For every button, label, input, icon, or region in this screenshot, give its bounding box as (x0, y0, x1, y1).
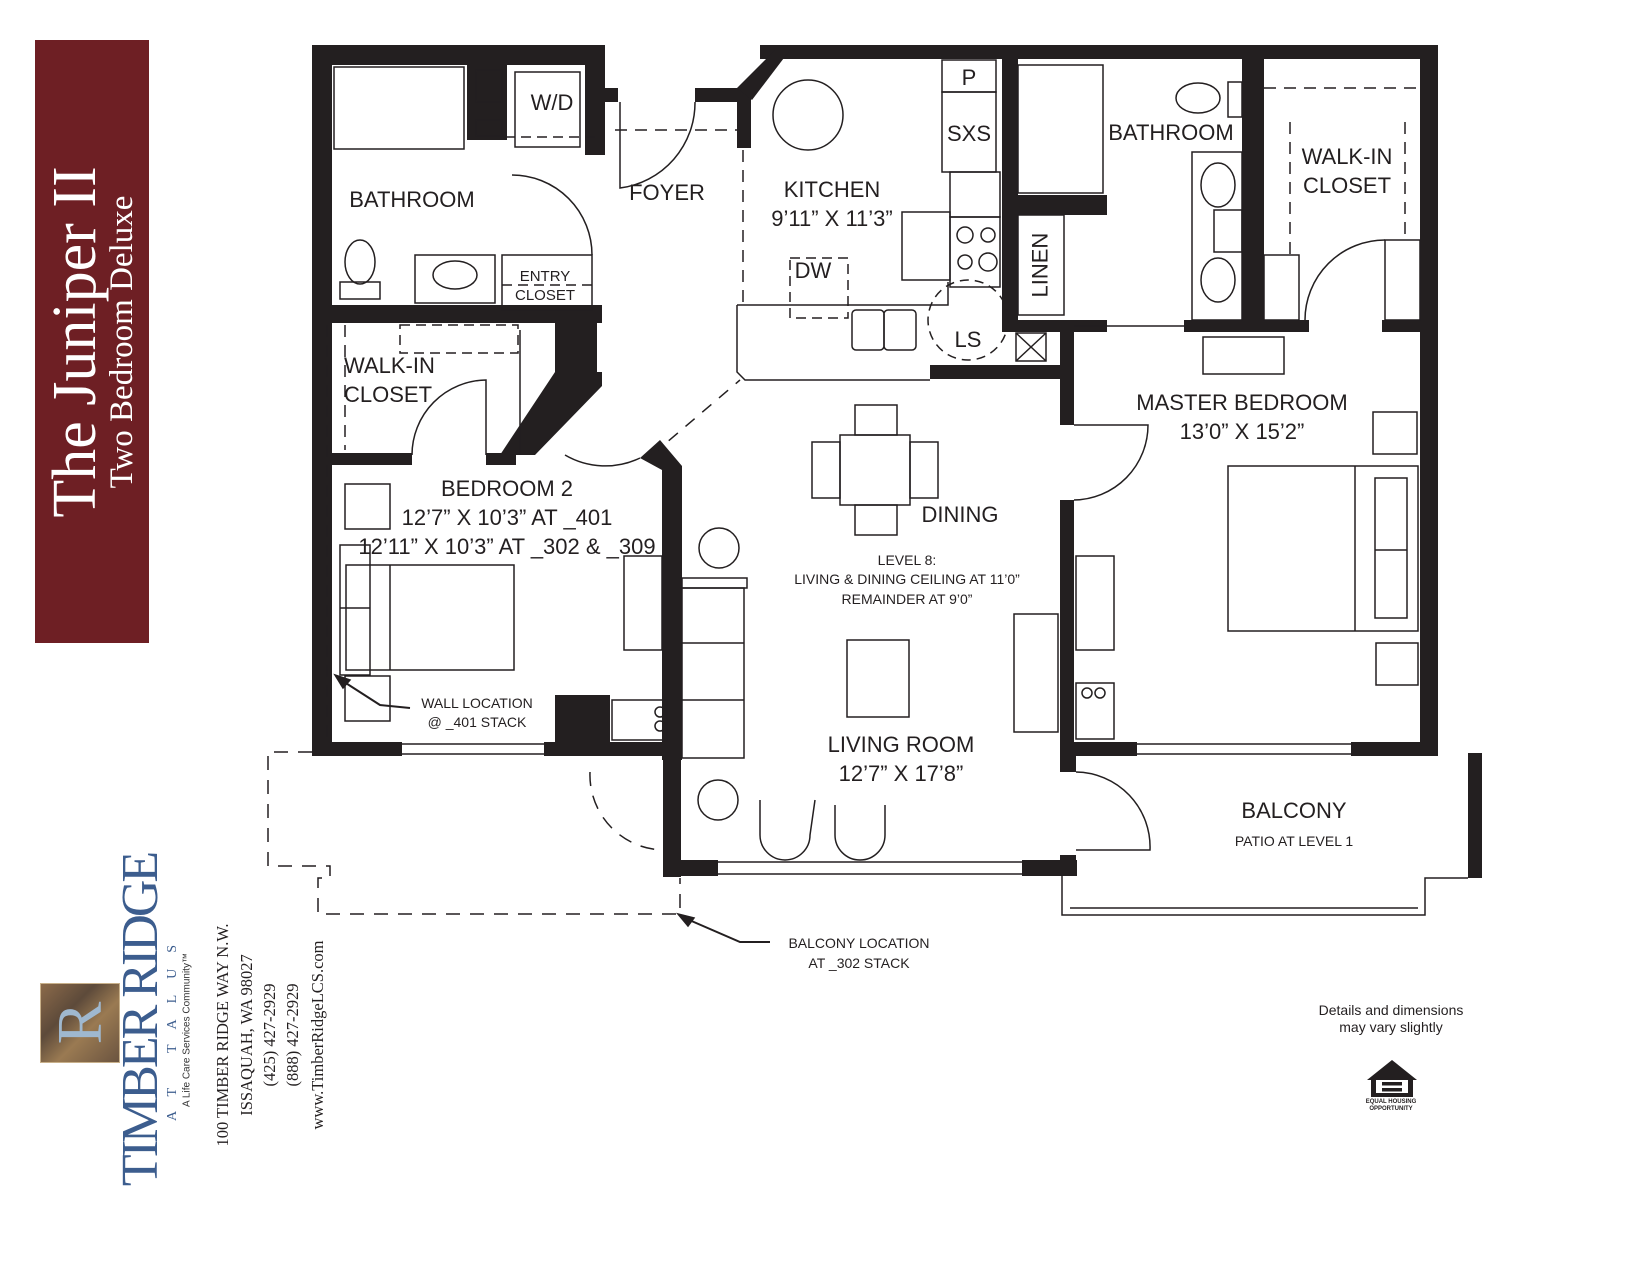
room-label-washer-dryer: W/D (530, 90, 574, 115)
room-label-bathroom-left: BATHROOM (349, 187, 475, 212)
equal-housing-icon (1367, 1060, 1417, 1097)
wall-location-note-line2: @ _401 STACK (427, 714, 527, 730)
room-dims-bedroom-2-302-309: 12’11” X 10’3” AT _302 & _309 (358, 534, 656, 559)
ceiling-note-line3: REMAINDER AT 9’0” (841, 591, 973, 607)
room-label-balcony: BALCONY (1241, 798, 1347, 823)
brand-name: TIMBER RIDGE (112, 853, 169, 1187)
room-label-bathroom-right: BATHROOM (1108, 120, 1234, 145)
room-label-foyer: FOYER (629, 180, 705, 205)
disclaimer-line2: may vary slightly (1339, 1019, 1443, 1035)
disclaimer-line1: Details and dimensions (1318, 1002, 1464, 1018)
logo-letter: R (44, 1001, 115, 1045)
brand-tagline: A Life Care Services Community™ (181, 953, 193, 1107)
balcony-location-note-line1: BALCONY LOCATION (788, 935, 930, 951)
room-label-master-bedroom: MASTER BEDROOM (1136, 390, 1348, 415)
address-street: 100 TIMBER RIDGE WAY N.W. (213, 923, 232, 1147)
eho-line1: EQUAL HOUSING (1365, 1099, 1417, 1105)
balcony-location-note-line2: AT _302 STACK (808, 955, 910, 971)
room-label-entry-closet-line1: ENTRY (519, 268, 571, 285)
room-label-walk-in-closet-right-line1: WALK-IN (1301, 144, 1393, 169)
appliance-label-refrigerator: SXS (946, 121, 992, 146)
room-label-walk-in-closet-left-line2: CLOSET (344, 382, 433, 407)
ceiling-note-line1: LEVEL 8: (877, 552, 937, 568)
wall-location-note-line1: WALL LOCATION (421, 695, 533, 711)
room-dims-kitchen: 9’11” X 11’3” (771, 206, 893, 231)
brand-sub: AT TALUS (165, 928, 180, 1122)
title-band: The Juniper II Two Bedroom Deluxe (35, 40, 149, 643)
room-label-bedroom-2: BEDROOM 2 (440, 476, 574, 501)
address-phone-1: (425) 427-2929 (260, 983, 279, 1087)
room-label-living-room: LIVING ROOM (827, 732, 975, 757)
room-dims-living-room: 12’7” X 17’8” (838, 761, 964, 786)
address-city: ISSAQUAH, WA 98027 (237, 954, 256, 1116)
appliance-label-lazy-susan: LS (954, 327, 982, 352)
address-website[interactable]: www.TimberRidgeLCS.com (308, 940, 327, 1130)
room-label-linen: LINEN (1027, 232, 1053, 298)
fixtures (267, 59, 1468, 943)
disclaimer: Details and dimensions may vary slightly (1319, 1002, 1464, 1036)
address-phone-2: (888) 427-2929 (283, 983, 302, 1087)
ceiling-note-line2: LIVING & DINING CEILING AT 11’0” (794, 571, 1020, 587)
room-label-dining: DINING (921, 502, 999, 527)
appliance-label-pantry: P (961, 65, 977, 90)
room-label-walk-in-closet-right-line2: CLOSET (1302, 173, 1392, 198)
room-dims-bedroom-2-401: 12’7” X 10’3” AT _401 (401, 505, 613, 530)
room-label-entry-closet-line2: CLOSET (514, 287, 576, 304)
timber-ridge-logo-tile: R (40, 983, 120, 1063)
equal-housing-caption: EQUAL HOUSING OPPORTUNITY (1366, 1099, 1417, 1113)
room-label-kitchen: KITCHEN (783, 177, 881, 202)
appliance-label-dishwasher: DW (794, 258, 832, 283)
balcony-note: PATIO AT LEVEL 1 (1234, 833, 1354, 849)
room-label-walk-in-closet-left-line1: WALK-IN (344, 353, 435, 378)
room-dims-master-bedroom: 13’0” X 15’2” (1179, 419, 1305, 444)
eho-line2: OPPORTUNITY (1369, 1106, 1413, 1112)
